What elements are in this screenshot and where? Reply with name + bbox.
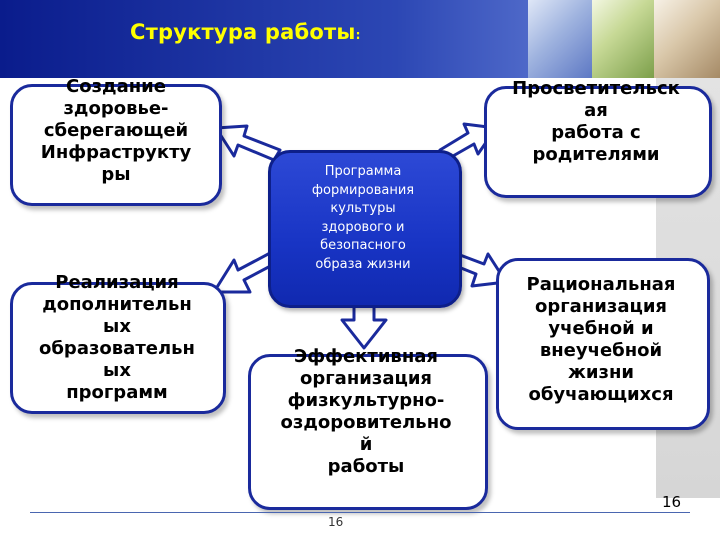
page-number: 16 xyxy=(662,493,682,511)
box-sport-text: Эффективная организация физкультурно- оз… xyxy=(280,346,452,477)
page-number-small: 16 xyxy=(328,515,344,529)
arrow-to-parents xyxy=(438,122,498,162)
footer-divider xyxy=(30,512,690,513)
box-parents-text: Просветительск ая работа с родителями xyxy=(512,78,680,165)
notebook-photo xyxy=(592,0,654,78)
box-additional-text: Реализация дополнительн ых образовательн… xyxy=(39,272,195,403)
box-sport xyxy=(248,354,488,510)
center-program-text: Программа формирования культуры здоровог… xyxy=(311,164,415,272)
center-program-box xyxy=(268,150,462,308)
box-infrastructure-text: Создание здоровье- сберегающей Инфрастру… xyxy=(40,76,192,185)
header-photo-collage xyxy=(528,0,720,78)
arrow-to-sport xyxy=(340,300,388,350)
box-rational xyxy=(496,258,710,430)
pen-photo xyxy=(654,0,720,78)
arrow-to-infrastructure xyxy=(214,124,282,162)
box-parents xyxy=(484,86,712,198)
box-additional xyxy=(10,282,226,414)
page-title: Структура работы: xyxy=(130,20,361,44)
box-rational-text: Рациональная организация учебной и внеуч… xyxy=(526,274,676,405)
box-infrastructure xyxy=(10,84,222,206)
calculator-photo xyxy=(528,0,592,78)
